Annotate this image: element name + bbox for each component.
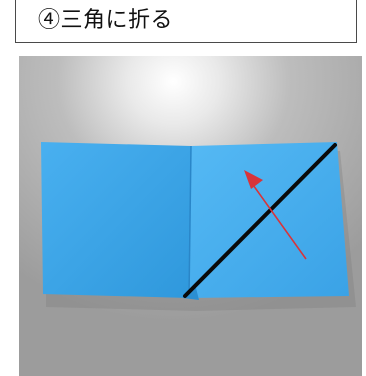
step-caption-box: ④三角に折る (15, 0, 357, 43)
fold-guide-line (183, 143, 337, 298)
paper-left-half (41, 142, 191, 298)
paper-right-half (189, 142, 349, 298)
origami-step-photo (19, 56, 362, 376)
step-caption: ④三角に折る (38, 8, 174, 33)
fold-direction-arrow-head (244, 170, 263, 189)
center-crease (188, 145, 192, 299)
fold-direction-arrow-shaft (250, 181, 307, 260)
